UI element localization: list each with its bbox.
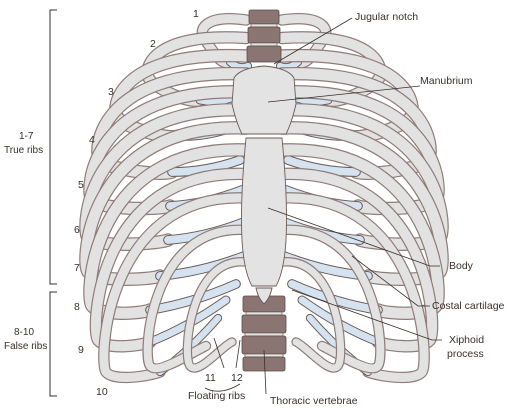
true-ribs-range: 1-7 (19, 131, 34, 142)
rib-number-3: 3 (108, 86, 114, 98)
xiphoid-label-line1: Xiphoid (449, 334, 484, 346)
rib-11-left (142, 224, 252, 374)
body-label: Body (449, 260, 474, 272)
rib-number-10: 10 (96, 386, 108, 398)
rib-number-2: 2 (150, 38, 156, 50)
true-ribs-bracket (49, 9, 57, 285)
rib-12-left (182, 257, 251, 373)
structure-labels: Jugular notch Manubrium Body Costal cart… (188, 11, 505, 407)
rib-number-6: 6 (74, 224, 80, 236)
rib-number-4: 4 (89, 134, 95, 146)
rib-number-11: 11 (205, 372, 216, 384)
false-ribs-range: 8-10 (14, 327, 34, 338)
rib-number-labels: 1 2 3 4 5 6 7 8 9 10 11 12 (74, 8, 243, 398)
rib-number-8: 8 (74, 301, 80, 313)
rib-11-right (276, 224, 386, 374)
true-ribs-label: True ribs (4, 145, 43, 156)
rib-12-right (277, 257, 346, 373)
floating-ribs-label: Floating ribs (188, 390, 245, 402)
rib-number-9: 9 (78, 344, 84, 356)
rib-number-7: 7 (74, 262, 80, 274)
manubrium-label: Manubrium (420, 75, 473, 87)
sternum (231, 65, 297, 305)
leader-lines (204, 17, 442, 395)
ribs (79, 13, 449, 384)
sternum-body (241, 137, 287, 287)
rib-group-labels: 1-7 True ribs 8-10 False ribs (4, 131, 47, 352)
false-ribs-bracket (49, 291, 57, 397)
xiphoid-process (255, 287, 273, 305)
costal-cartilage-label: Costal cartilage (432, 300, 505, 312)
manubrium (231, 65, 297, 135)
jugular-notch-label: Jugular notch (355, 11, 418, 23)
thoracic-vertebrae-label: Thoracic vertebrae (270, 395, 358, 407)
rib-number-12: 12 (231, 372, 243, 384)
xiphoid-label-line2: process (447, 348, 484, 360)
rib-number-5: 5 (78, 179, 84, 191)
false-ribs-label: False ribs (4, 341, 47, 352)
rib-number-1: 1 (193, 8, 199, 20)
